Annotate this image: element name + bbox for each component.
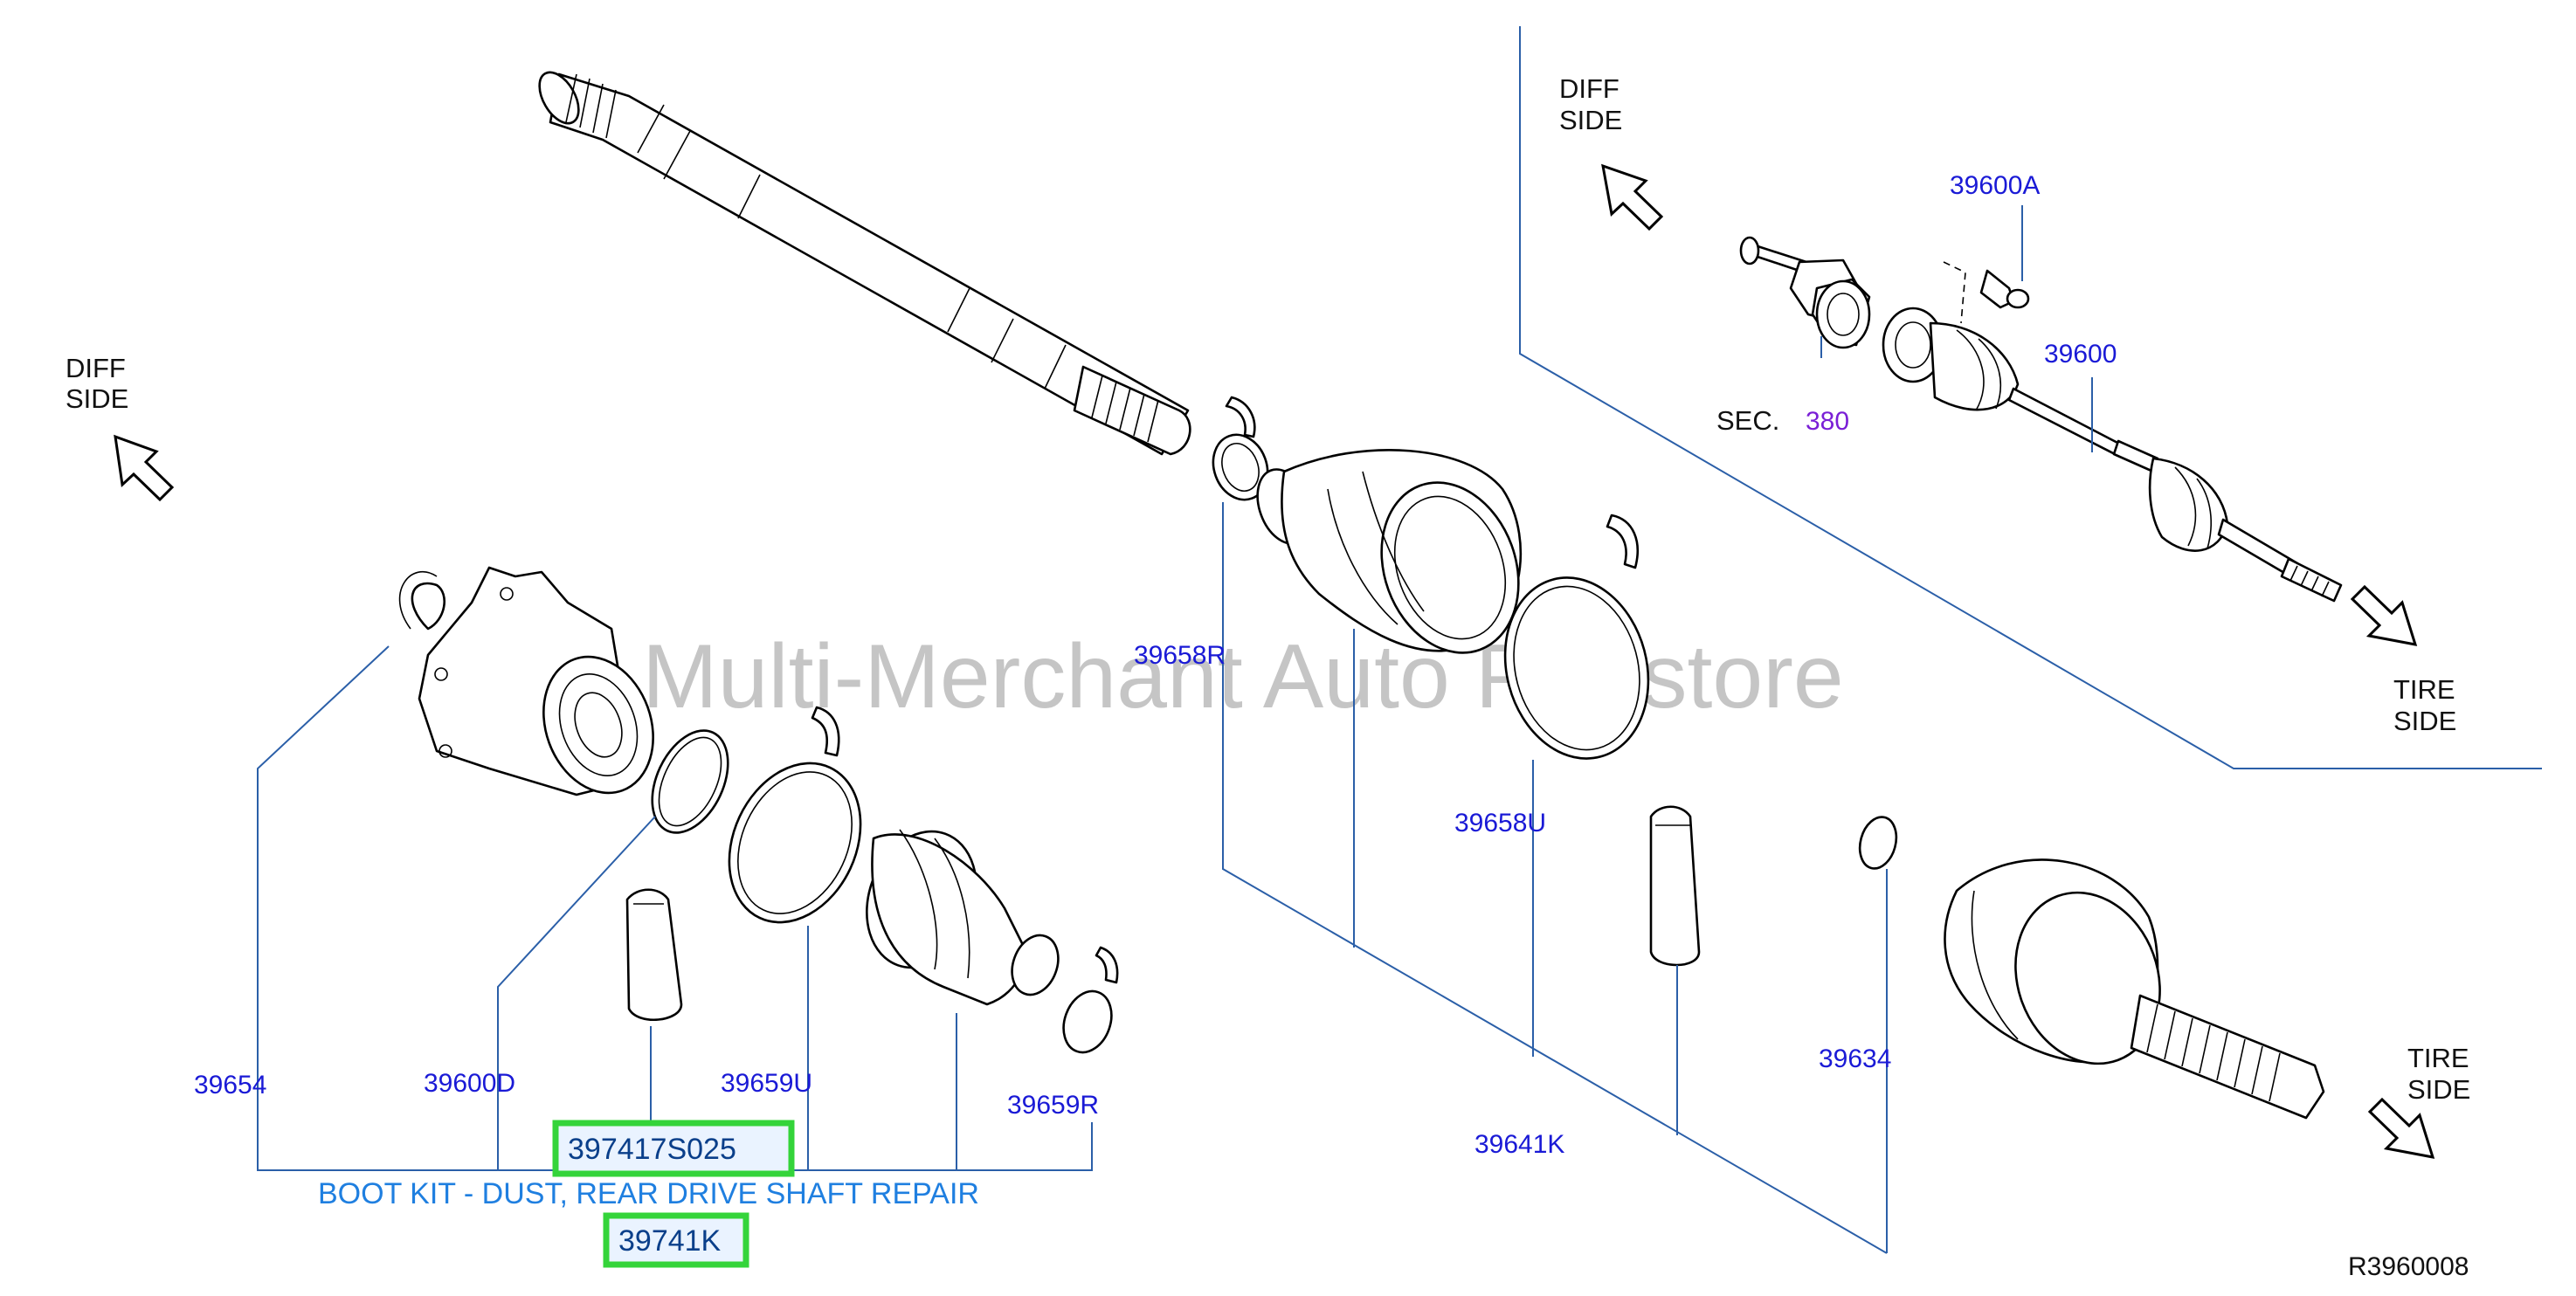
part-label-39634[interactable]: 39634: [1819, 1044, 1891, 1073]
part-label-39659R[interactable]: 39659R: [1007, 1091, 1099, 1120]
drive-shaft: [538, 71, 1191, 456]
highlight-primary[interactable]: 397417S025: [552, 1120, 795, 1177]
section-ref-prefix: SEC.: [1716, 405, 1779, 436]
part-label-397417S025[interactable]: 397417S025: [568, 1133, 736, 1166]
highlight-secondary-border: [603, 1212, 749, 1268]
inset-diff-label-2: SIDE: [1559, 105, 1622, 135]
inset-tire-arrow-icon: [2350, 584, 2418, 646]
part-label-39600[interactable]: 39600: [2044, 340, 2117, 369]
inset-diff-arrow-icon: [1601, 163, 1664, 231]
part-label-39600D[interactable]: 39600D: [424, 1069, 515, 1098]
diagram-code: R3960008: [2348, 1252, 2469, 1281]
leader-lines: [257, 502, 1888, 1254]
snap-ring-left: [398, 570, 445, 631]
boot-band-small-top: [1212, 396, 1269, 501]
grease-tube-left: [625, 888, 683, 1021]
highlight-secondary[interactable]: 39741K: [603, 1212, 749, 1268]
circlip-39600D: [651, 729, 729, 834]
outer-joint: [1944, 858, 2325, 1120]
main-tire-label-1: TIRE: [2407, 1043, 2469, 1073]
boot-band-39659U: [728, 706, 862, 924]
part-label-39741K[interactable]: 39741K: [618, 1224, 722, 1258]
highlight-primary-border: [552, 1120, 795, 1177]
part-label-39658U[interactable]: 39658U: [1454, 809, 1546, 838]
inset-tire-label-1: TIRE: [2393, 674, 2455, 705]
grease-tube-right: [1649, 805, 1701, 967]
part-label-39658R[interactable]: 39658R: [1134, 641, 1226, 670]
section-ref-number[interactable]: 380: [1806, 407, 1849, 436]
main-diff-label-1: DIFF: [66, 353, 126, 383]
part-label-39659U[interactable]: 39659U: [721, 1069, 812, 1098]
main-tire-label-2: SIDE: [2407, 1074, 2470, 1105]
boot-inner: [866, 829, 1060, 1006]
main-diff-label-2: SIDE: [66, 383, 128, 414]
boot-outer: [1256, 449, 1523, 654]
inset-tire-label-2: SIDE: [2393, 706, 2456, 736]
inset-panel: DIFF SIDE: [1519, 26, 2542, 769]
main-tire-arrow-icon: [2367, 1097, 2435, 1159]
inset-diff-label-1: DIFF: [1559, 73, 1619, 104]
boot-band-39659R: [1062, 946, 1119, 1054]
snap-ring-right: [1858, 816, 1898, 870]
inset-drive-shaft-assembly: [1739, 236, 2343, 603]
part-label-39641K[interactable]: 39641K: [1474, 1130, 1564, 1159]
part-label-39654[interactable]: 39654: [194, 1071, 266, 1100]
inner-joint-housing: [418, 566, 654, 796]
boot-band-large-right: [1503, 514, 1650, 760]
caption-boot-kit: BOOT KIT - DUST, REAR DRIVE SHAFT REPAIR: [318, 1177, 979, 1210]
part-label-39600A[interactable]: 39600A: [1950, 171, 2040, 200]
main-diff-arrow-icon: [114, 434, 175, 502]
